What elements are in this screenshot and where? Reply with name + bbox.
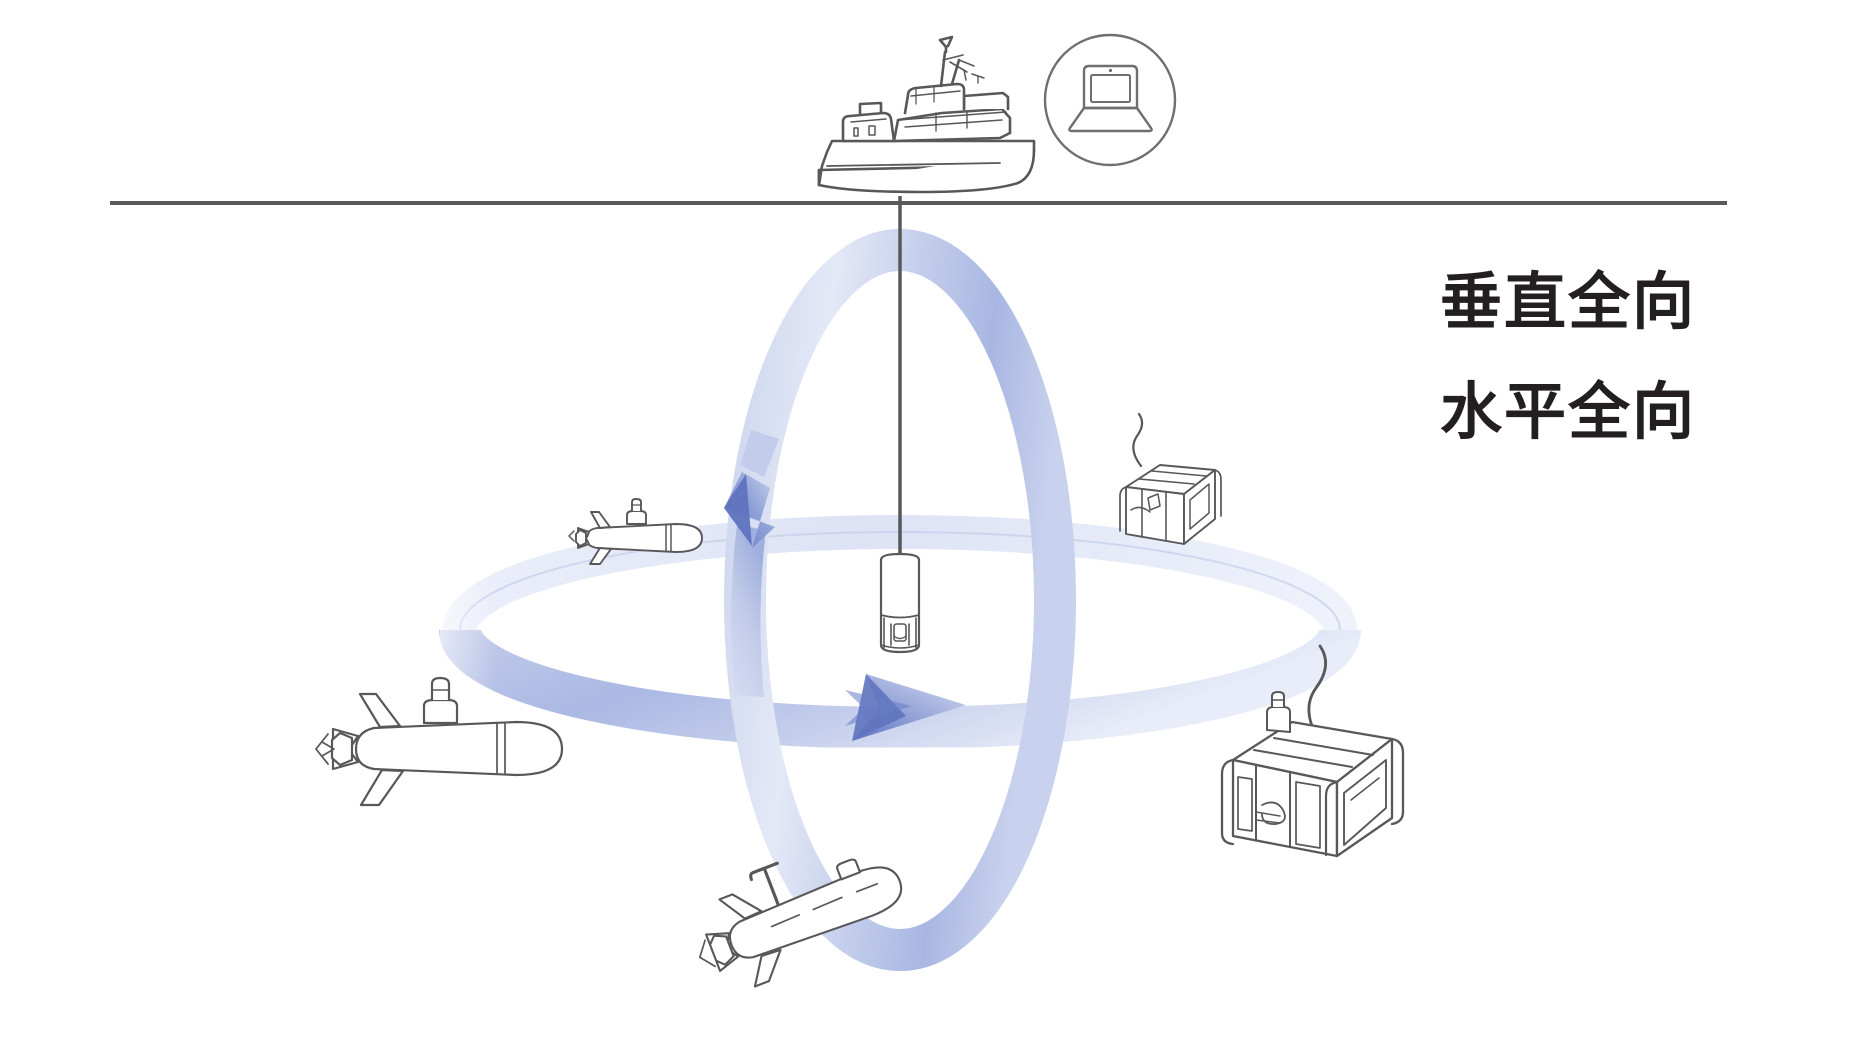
vertical-rotation-arrow <box>724 430 779 697</box>
survey-vessel <box>817 35 1036 194</box>
rov-lower-right <box>1220 644 1405 858</box>
auv-upper-left <box>568 498 703 565</box>
horizontal-rotation-arrow <box>845 674 966 741</box>
label-vertical-omnidirectional: 垂直全向 <box>1440 268 1697 337</box>
omnidirectional-labels: 垂直全向 水平全向 <box>1440 272 1770 444</box>
auv-bottom <box>698 858 903 988</box>
laptop-icon <box>1068 64 1153 133</box>
acoustic-transducer <box>879 552 921 654</box>
auv-lower-left <box>315 676 564 807</box>
rov-upper-right <box>1119 412 1222 545</box>
laptop-control-station[interactable] <box>1043 33 1177 167</box>
label-horizontal-omnidirectional: 水平全向 <box>1440 378 1697 447</box>
